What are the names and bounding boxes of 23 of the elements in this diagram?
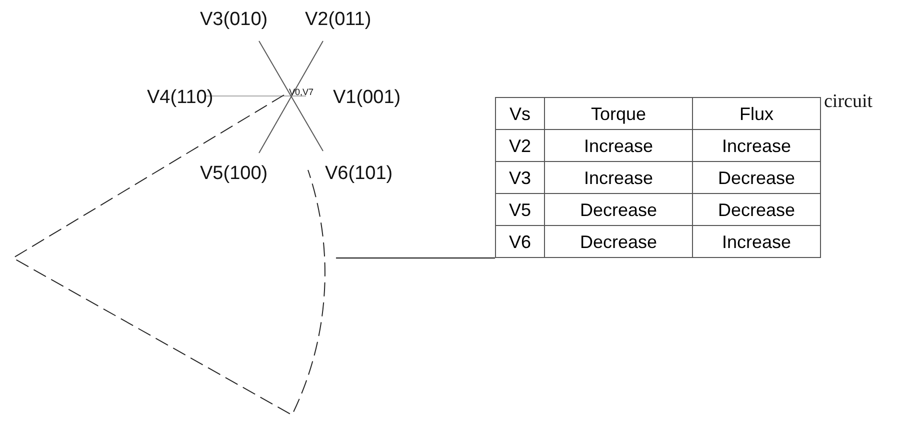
table-cell: Decrease [544, 194, 692, 226]
caption-text: circuit [824, 92, 873, 111]
vector-label: V6(101) [325, 164, 393, 183]
table-cell: V2 [496, 130, 544, 162]
table-cell: V5 [496, 194, 544, 226]
comparison-table [495, 97, 821, 258]
table-cell: Increase [692, 226, 820, 258]
table-cell: Increase [692, 130, 820, 162]
table-cell: Decrease [544, 226, 692, 258]
table-cell: Decrease [692, 162, 820, 194]
table-cell: Increase [544, 130, 692, 162]
vector-label: V1(001) [333, 88, 401, 107]
vector-label: V2(011) [305, 10, 372, 29]
header-cell: Torque [544, 98, 692, 130]
table-cell: V6 [496, 226, 544, 258]
table-cell: Decrease [692, 194, 820, 226]
table-cell: V3 [496, 162, 544, 194]
table-cell: Increase [544, 162, 692, 194]
vector-label: V5(100) [200, 164, 268, 183]
vector-label: V3(010) [200, 10, 268, 29]
header-cell: Flux [692, 98, 820, 130]
header-cell: Vs [496, 98, 544, 130]
vector-label: V4(110) [147, 88, 214, 107]
